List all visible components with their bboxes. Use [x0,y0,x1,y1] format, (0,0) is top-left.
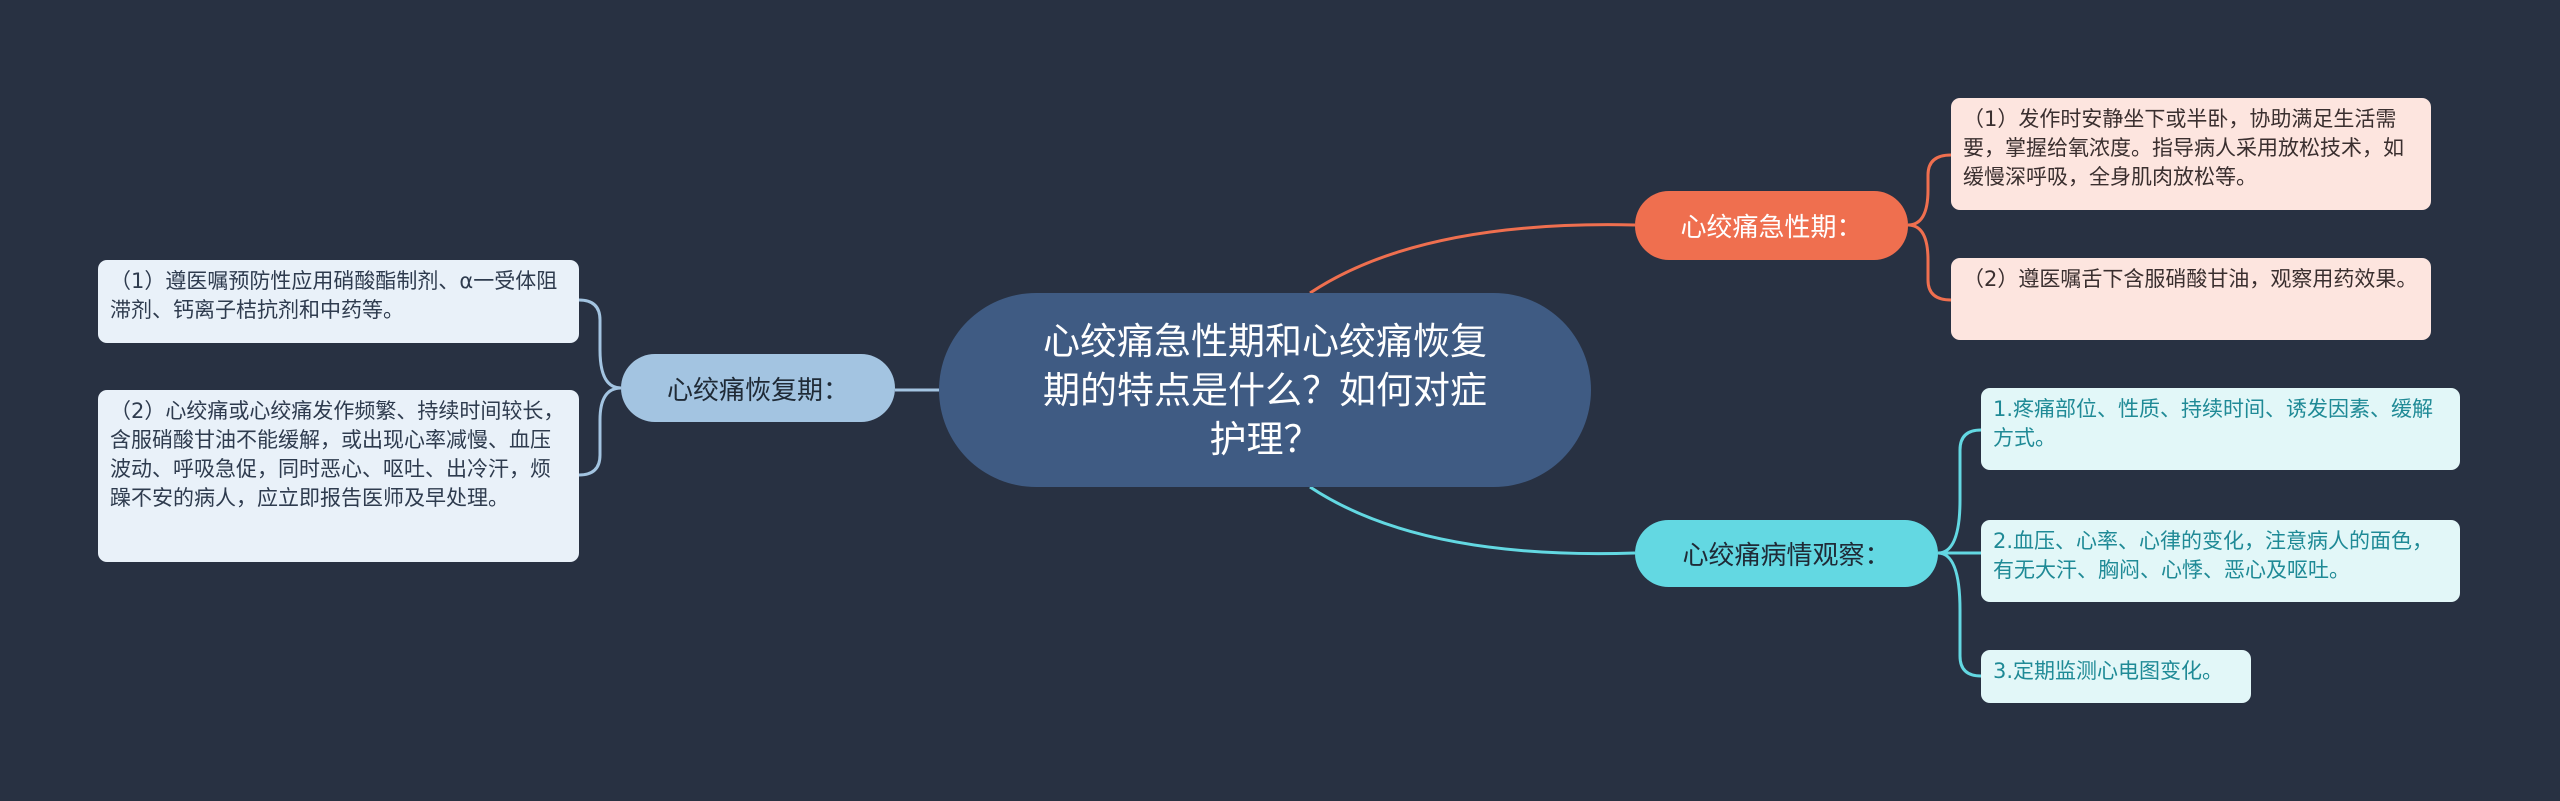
central-topic-text: 心绞痛急性期和心绞痛恢复期的特点是什么？如何对症护理？ [1043,319,1487,461]
acute-leaf-1-text: （1）发作时安静坐下或半卧，协助满足生活需要，掌握给氧浓度。指导病人采用放松技术… [1963,107,2404,189]
branch-acute-phase[interactable]: 心绞痛急性期： [1635,191,1908,260]
link-acute-leaf-1 [1907,153,1952,227]
acute-leaf-1[interactable]: （1）发作时安静坐下或半卧，协助满足生活需要，掌握给氧浓度。指导病人采用放松技术… [1951,98,2431,210]
observe-leaf-2[interactable]: 2.血压、心率、心律的变化，注意病人的面色，有无大汗、胸闷、心悸、恶心及呕吐。 [1981,520,2460,602]
link-observe-leaf-3 [1937,551,1982,678]
observe-leaf-2-text: 2.血压、心率、心律的变化，注意病人的面色，有无大汗、胸闷、心悸、恶心及呕吐。 [1993,529,2434,582]
branch-observation[interactable]: 心绞痛病情观察： [1635,520,1938,587]
link-center-observe [1309,485,1636,556]
acute-leaf-2-text: （2）遵医嘱舌下含服硝酸甘油，观察用药效果。 [1963,267,2418,291]
branch-acute-label: 心绞痛急性期： [1680,213,1863,243]
link-observe-leaf-1 [1937,428,1982,555]
link-acute-leaf-2 [1907,223,1952,302]
recover-leaf-2[interactable]: （2）心绞痛或心绞痛发作频繁、持续时间较长，含服硝酸甘油不能缓解，或出现心率减慢… [98,390,579,562]
observe-leaf-3-text: 3.定期监测心电图变化。 [1993,659,2224,683]
branch-recover-label: 心绞痛恢复期： [666,375,849,406]
link-recover-leaf-1 [578,298,622,390]
link-center-acute [1309,223,1636,295]
observe-leaf-1[interactable]: 1.疼痛部位、性质、持续时间、诱发因素、缓解方式。 [1981,388,2460,470]
observe-leaf-1-text: 1.疼痛部位、性质、持续时间、诱发因素、缓解方式。 [1993,397,2434,450]
central-topic[interactable]: 心绞痛急性期和心绞痛恢复期的特点是什么？如何对症护理？ [939,293,1591,487]
branch-observe-label: 心绞痛病情观察： [1682,541,1891,571]
acute-leaf-2[interactable]: （2）遵医嘱舌下含服硝酸甘油，观察用药效果。 [1951,258,2431,340]
recover-leaf-1[interactable]: （1）遵医嘱预防性应用硝酸酯制剂、α一受体阻滞剂、钙离子桔抗剂和中药等。 [98,260,579,343]
link-recover-leaf-2 [578,386,622,477]
recover-leaf-2-text: （2）心绞痛或心绞痛发作频繁、持续时间较长，含服硝酸甘油不能缓解，或出现心率减慢… [110,399,565,510]
branch-recovery-phase[interactable]: 心绞痛恢复期： [621,354,895,422]
observe-leaf-3[interactable]: 3.定期监测心电图变化。 [1981,650,2251,703]
recover-leaf-1-text: （1）遵医嘱预防性应用硝酸酯制剂、α一受体阻滞剂、钙离子桔抗剂和中药等。 [110,269,558,322]
